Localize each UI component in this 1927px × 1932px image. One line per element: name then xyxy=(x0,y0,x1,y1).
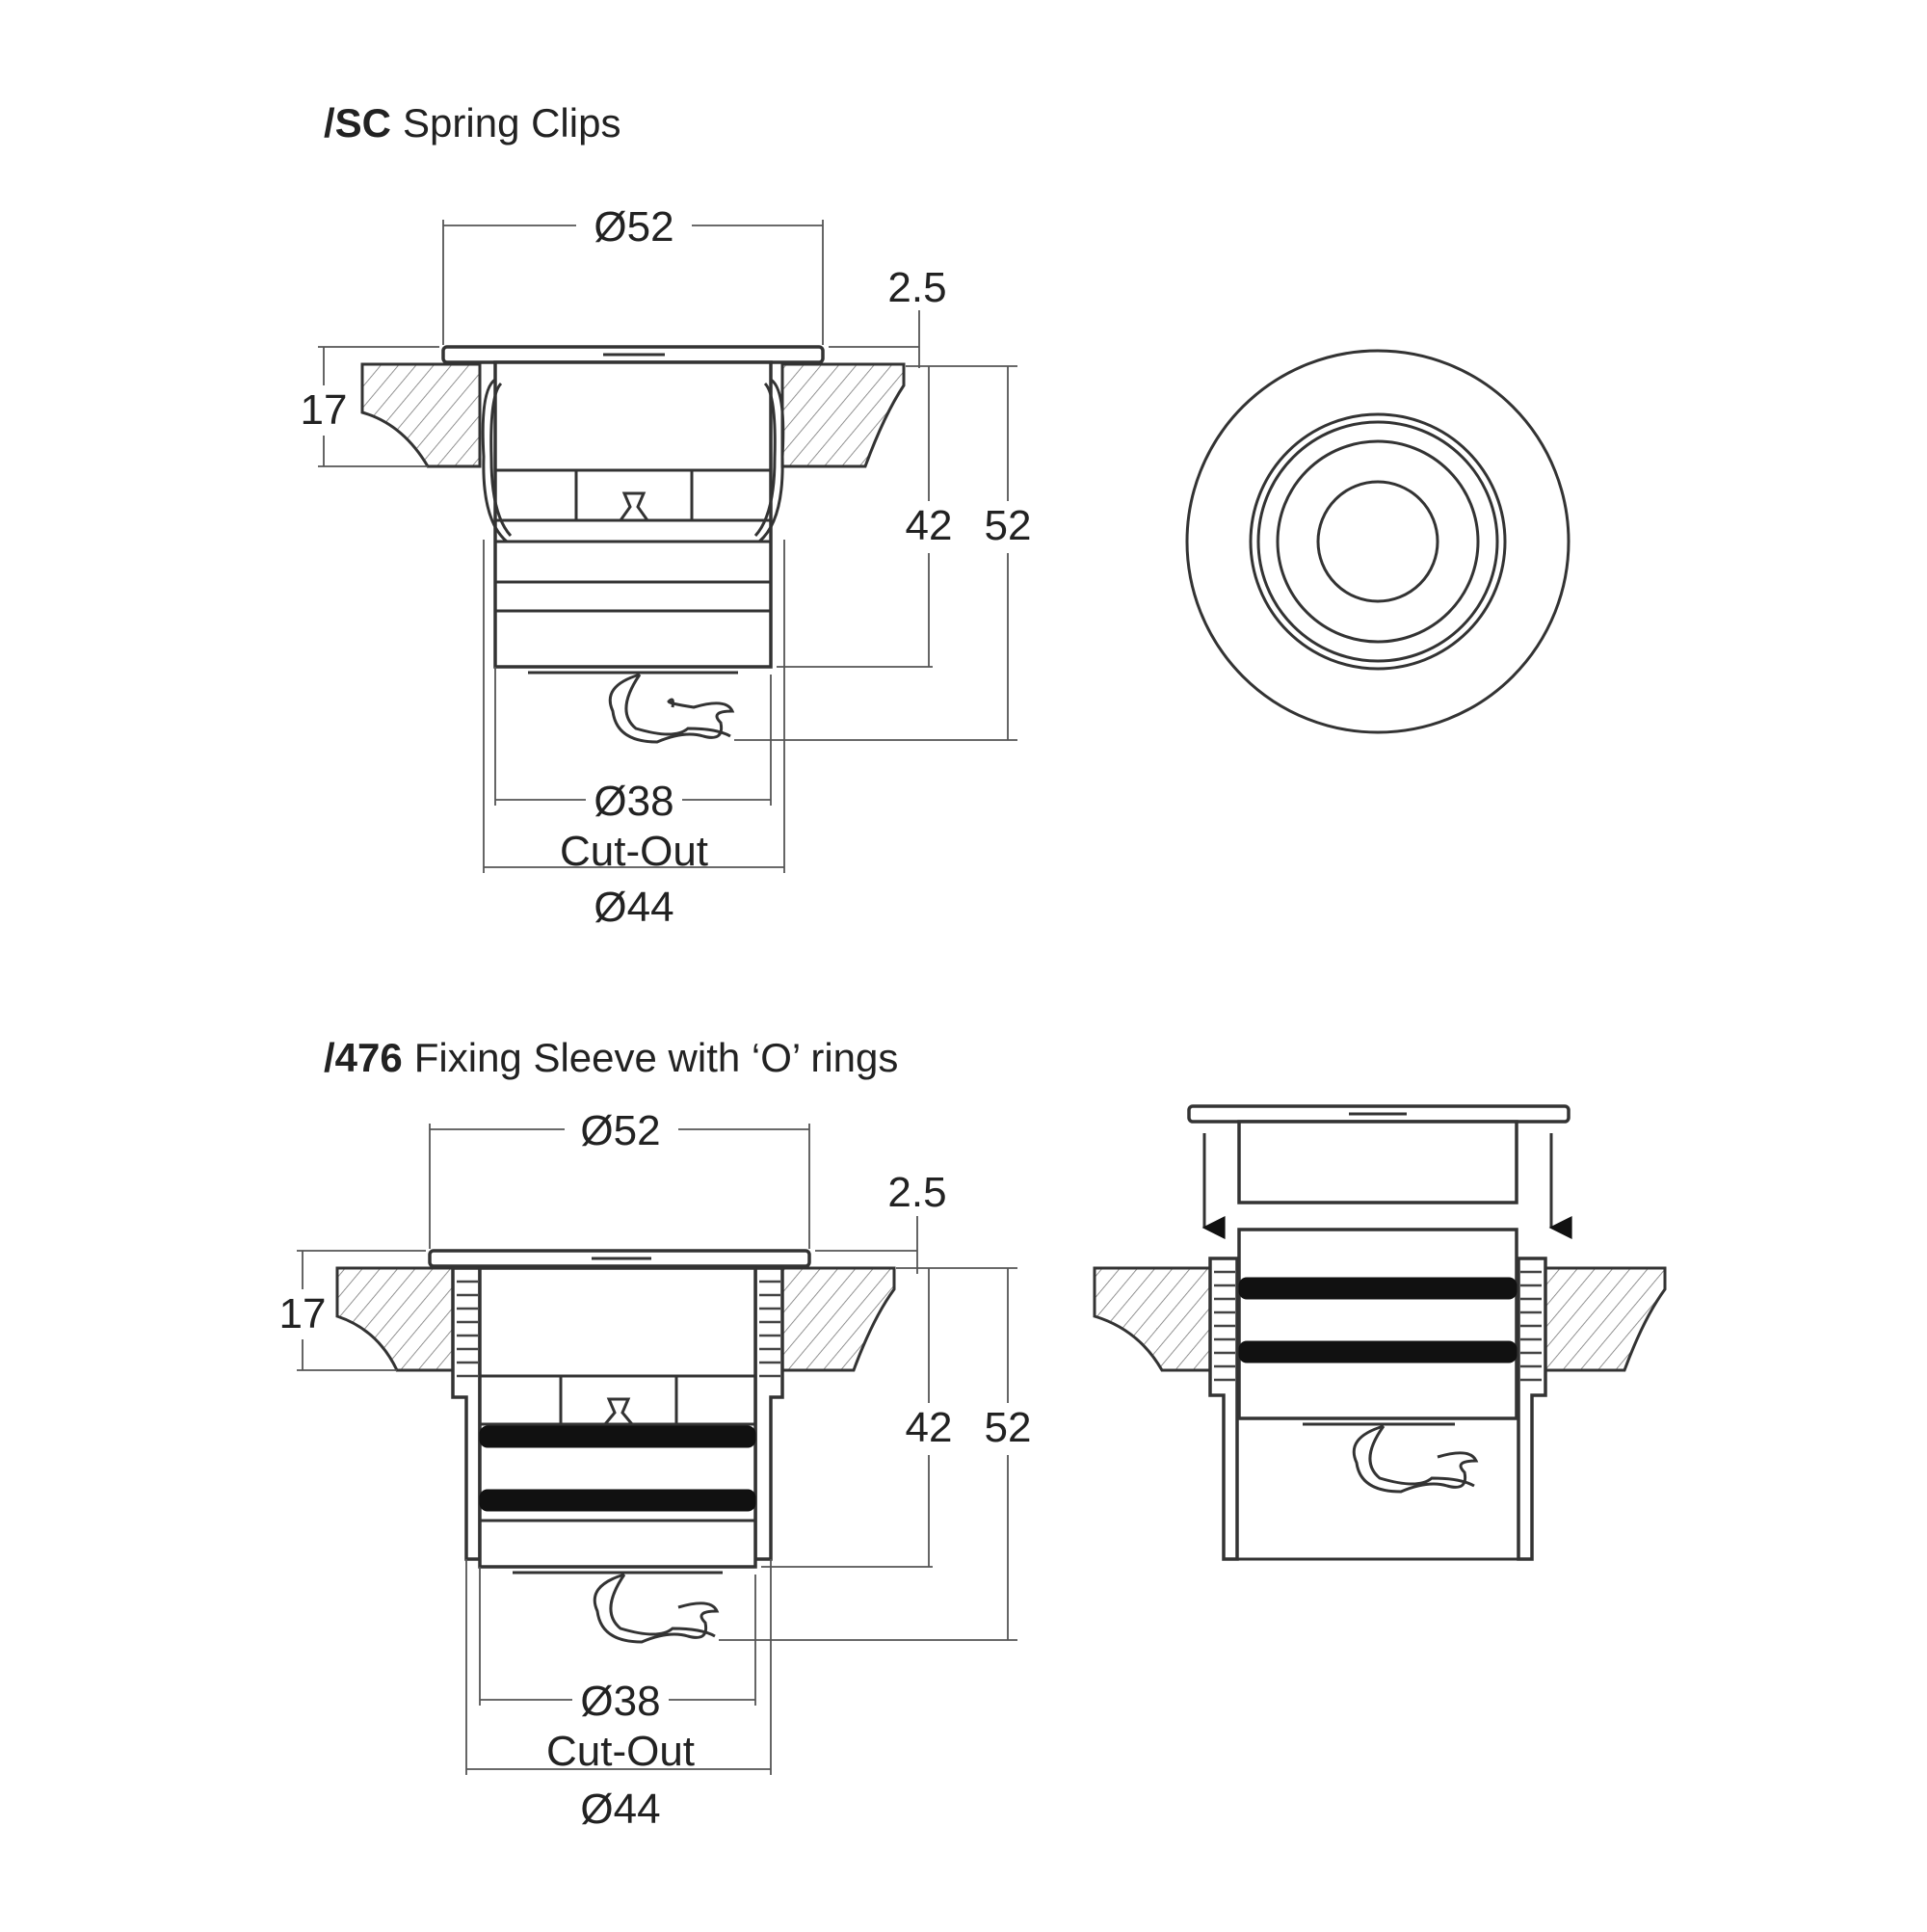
fs-right-ridges xyxy=(759,1280,780,1378)
sc-dim-body: 42 xyxy=(906,502,953,549)
fs-dim-dia52: Ø52 xyxy=(580,1107,660,1154)
fs-install-left-ridges xyxy=(1214,1270,1235,1382)
fs-dim-flange: 2.5 xyxy=(887,1169,946,1216)
fs-install-o-ring-1 xyxy=(1238,1277,1518,1300)
fs-dim-cutout: Ø38 xyxy=(580,1678,660,1725)
sc-front-view xyxy=(1185,349,1571,734)
sc-title-text: Spring Clips xyxy=(403,100,620,146)
sc-dim-dia52: Ø52 xyxy=(594,203,673,251)
fs-label-cutout: Cut-Out xyxy=(546,1728,695,1775)
fs-title-text: Fixing Sleeve with ‘O’ rings xyxy=(414,1035,899,1080)
fs-dim-body: 42 xyxy=(906,1404,953,1451)
fs-dim-total: 52 xyxy=(985,1404,1032,1451)
sc-title-code: /SC xyxy=(324,100,391,146)
sc-dim-flange: 2.5 xyxy=(887,264,946,311)
sc-title: /SC Spring Clips xyxy=(324,100,620,146)
fs-dim-dia44: Ø44 xyxy=(580,1786,660,1833)
fs-install-o-ring-2 xyxy=(1238,1340,1518,1363)
sc-dim-cutout: Ø38 xyxy=(594,778,673,825)
fs-side-view: Ø52 2.5 xyxy=(279,1107,1032,1833)
sc-dim-depth: 17 xyxy=(301,386,348,434)
sc-side-view: Ø52 2.5 17 xyxy=(301,203,1032,931)
fs-dim-depth: 17 xyxy=(279,1290,327,1337)
fs-o-ring-2 xyxy=(479,1489,756,1512)
fs-install-right-ridges xyxy=(1520,1270,1542,1382)
sc-dim-dia44: Ø44 xyxy=(594,884,673,931)
sc-dim-total: 52 xyxy=(985,502,1032,549)
fs-o-ring-1 xyxy=(479,1425,756,1448)
fs-left-ridges xyxy=(457,1280,478,1378)
fs-install-view xyxy=(1093,1104,1667,1561)
fs-title-code: /476 xyxy=(324,1035,403,1080)
